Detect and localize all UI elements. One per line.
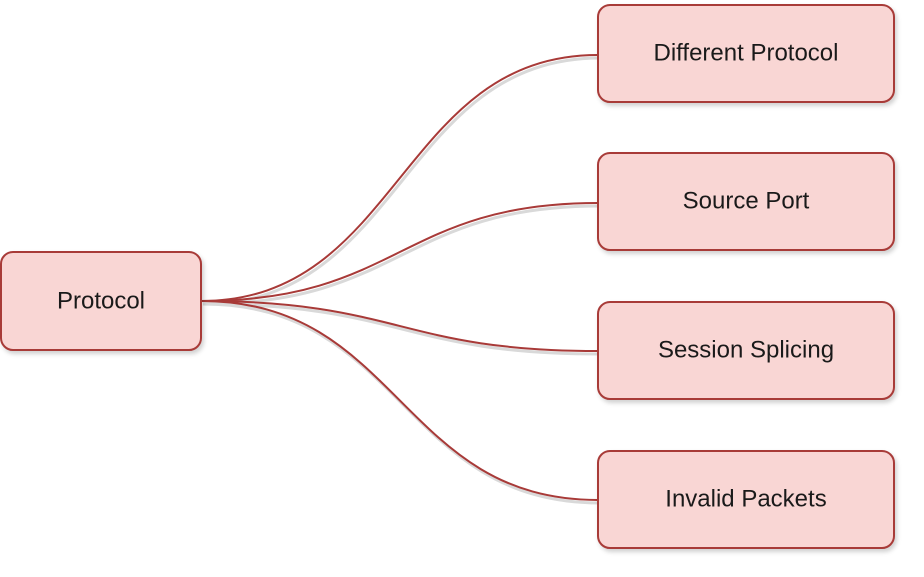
root-node[interactable]: Protocol: [0, 251, 202, 351]
child-node-source-port[interactable]: Source Port: [597, 152, 895, 251]
child-node-label: Source Port: [683, 188, 810, 215]
child-node-label: Session Splicing: [658, 337, 834, 364]
connector-session-splicing: [200, 300, 599, 352]
connector-group: [200, 54, 601, 505]
connector-different-protocol: [200, 54, 599, 302]
child-node-label: Invalid Packets: [665, 486, 826, 513]
child-node-different-protocol[interactable]: Different Protocol: [597, 4, 895, 103]
child-node-invalid-packets[interactable]: Invalid Packets: [597, 450, 895, 549]
child-node-label: Different Protocol: [654, 40, 839, 67]
child-node-session-splicing[interactable]: Session Splicing: [597, 301, 895, 400]
connector-source-port: [200, 202, 599, 302]
connector-invalid-packets: [200, 300, 599, 501]
root-node-label: Protocol: [57, 288, 145, 315]
